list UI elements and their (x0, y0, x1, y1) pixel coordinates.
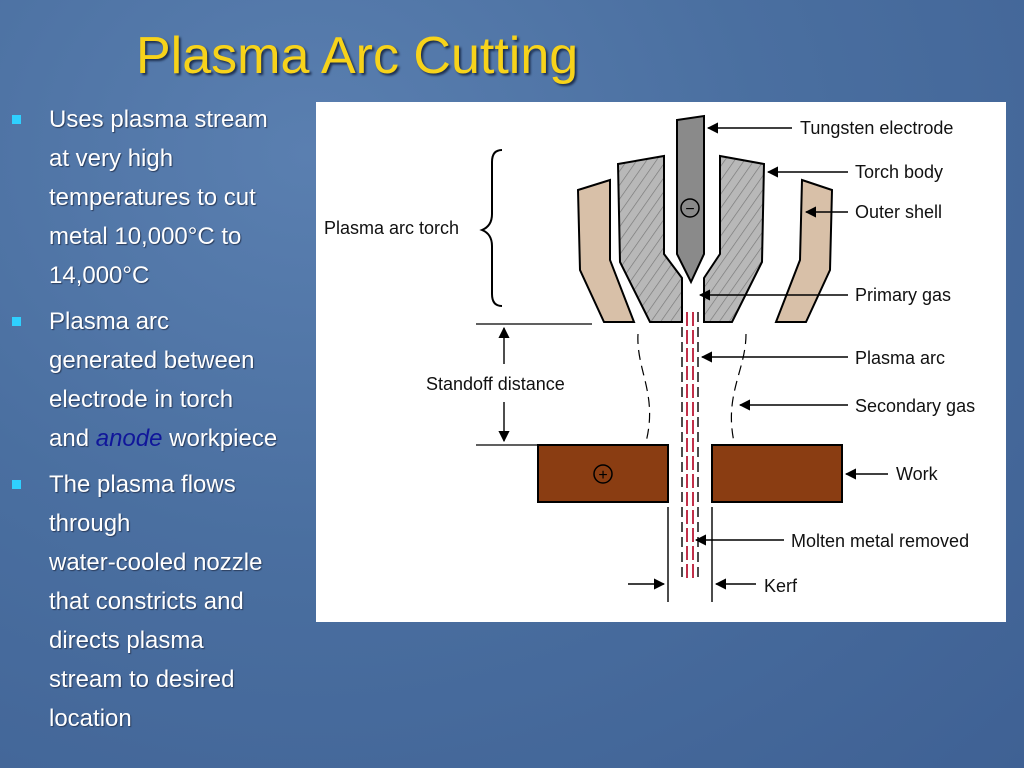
work-piece-left (537, 444, 669, 503)
work-symbol-circle (593, 464, 613, 484)
plus-icon: + (598, 467, 607, 484)
torch-body-right (703, 154, 766, 323)
square-bullet-icon (12, 317, 21, 326)
minus-icon: − (685, 201, 694, 218)
bullet-line: 14,000°C (49, 262, 150, 289)
label-molten-metal-removed: Molten metal removed (791, 531, 969, 551)
label-plasma-arc-torch: Plasma arc torch (324, 218, 459, 238)
outer-shell-right (774, 178, 834, 323)
label-primary-gas: Primary gas (855, 285, 951, 305)
square-bullet-icon (12, 115, 21, 124)
bullet-line: and (49, 425, 96, 452)
diagram-svg: − + (324, 114, 975, 602)
plasma-torch-diagram: − + (316, 102, 1006, 622)
bullet-item: Plasma arc generated between electrode i… (12, 302, 312, 458)
bullet-line: temperatures to cut (49, 184, 256, 211)
torch-body-left (616, 154, 683, 323)
bullet-item: The plasma flows through water-cooled no… (12, 465, 312, 738)
bullet-list: Uses plasma stream at very high temperat… (12, 100, 312, 745)
label-kerf: Kerf (764, 576, 798, 596)
outer-shell-left (576, 178, 636, 323)
label-secondary-gas: Secondary gas (855, 396, 975, 416)
bullet-item: Uses plasma stream at very high temperat… (12, 100, 312, 295)
label-standoff-distance: Standoff distance (426, 374, 565, 394)
secondary-gas-envelope-left (637, 333, 651, 443)
torch-brace (479, 149, 503, 307)
anode-emphasis: anode (95, 425, 163, 452)
electrode-symbol-circle (680, 198, 700, 218)
label-tungsten-electrode: Tungsten electrode (800, 118, 953, 138)
bullet-line: directs plasma (49, 627, 204, 654)
bullet-line: that constricts and (49, 588, 244, 615)
label-plasma-arc: Plasma arc (855, 348, 945, 368)
bullet-line: metal 10,000°C to (49, 223, 242, 250)
bullet-line: through (49, 510, 131, 537)
bullet-line: Plasma arc (49, 308, 170, 335)
label-work: Work (896, 464, 939, 484)
secondary-gas-envelope-right (730, 333, 747, 443)
bullet-line: water-cooled nozzle (49, 549, 263, 576)
bullet-line: workpiece (162, 425, 278, 452)
bullet-line: stream to desired (49, 666, 235, 693)
square-bullet-icon (12, 480, 21, 489)
label-outer-shell: Outer shell (855, 202, 942, 222)
bullet-line: location (49, 705, 132, 732)
bullet-line: generated between (49, 347, 255, 374)
label-torch-body: Torch body (855, 162, 943, 182)
slide-title: Plasma Arc Cutting (136, 27, 579, 85)
bullet-line: Uses plasma stream (49, 106, 268, 133)
bullet-line: The plasma flows (49, 471, 236, 498)
bullet-line: electrode in torch (49, 386, 234, 413)
bullet-line: at very high (49, 145, 174, 172)
work-piece-right (711, 444, 843, 503)
